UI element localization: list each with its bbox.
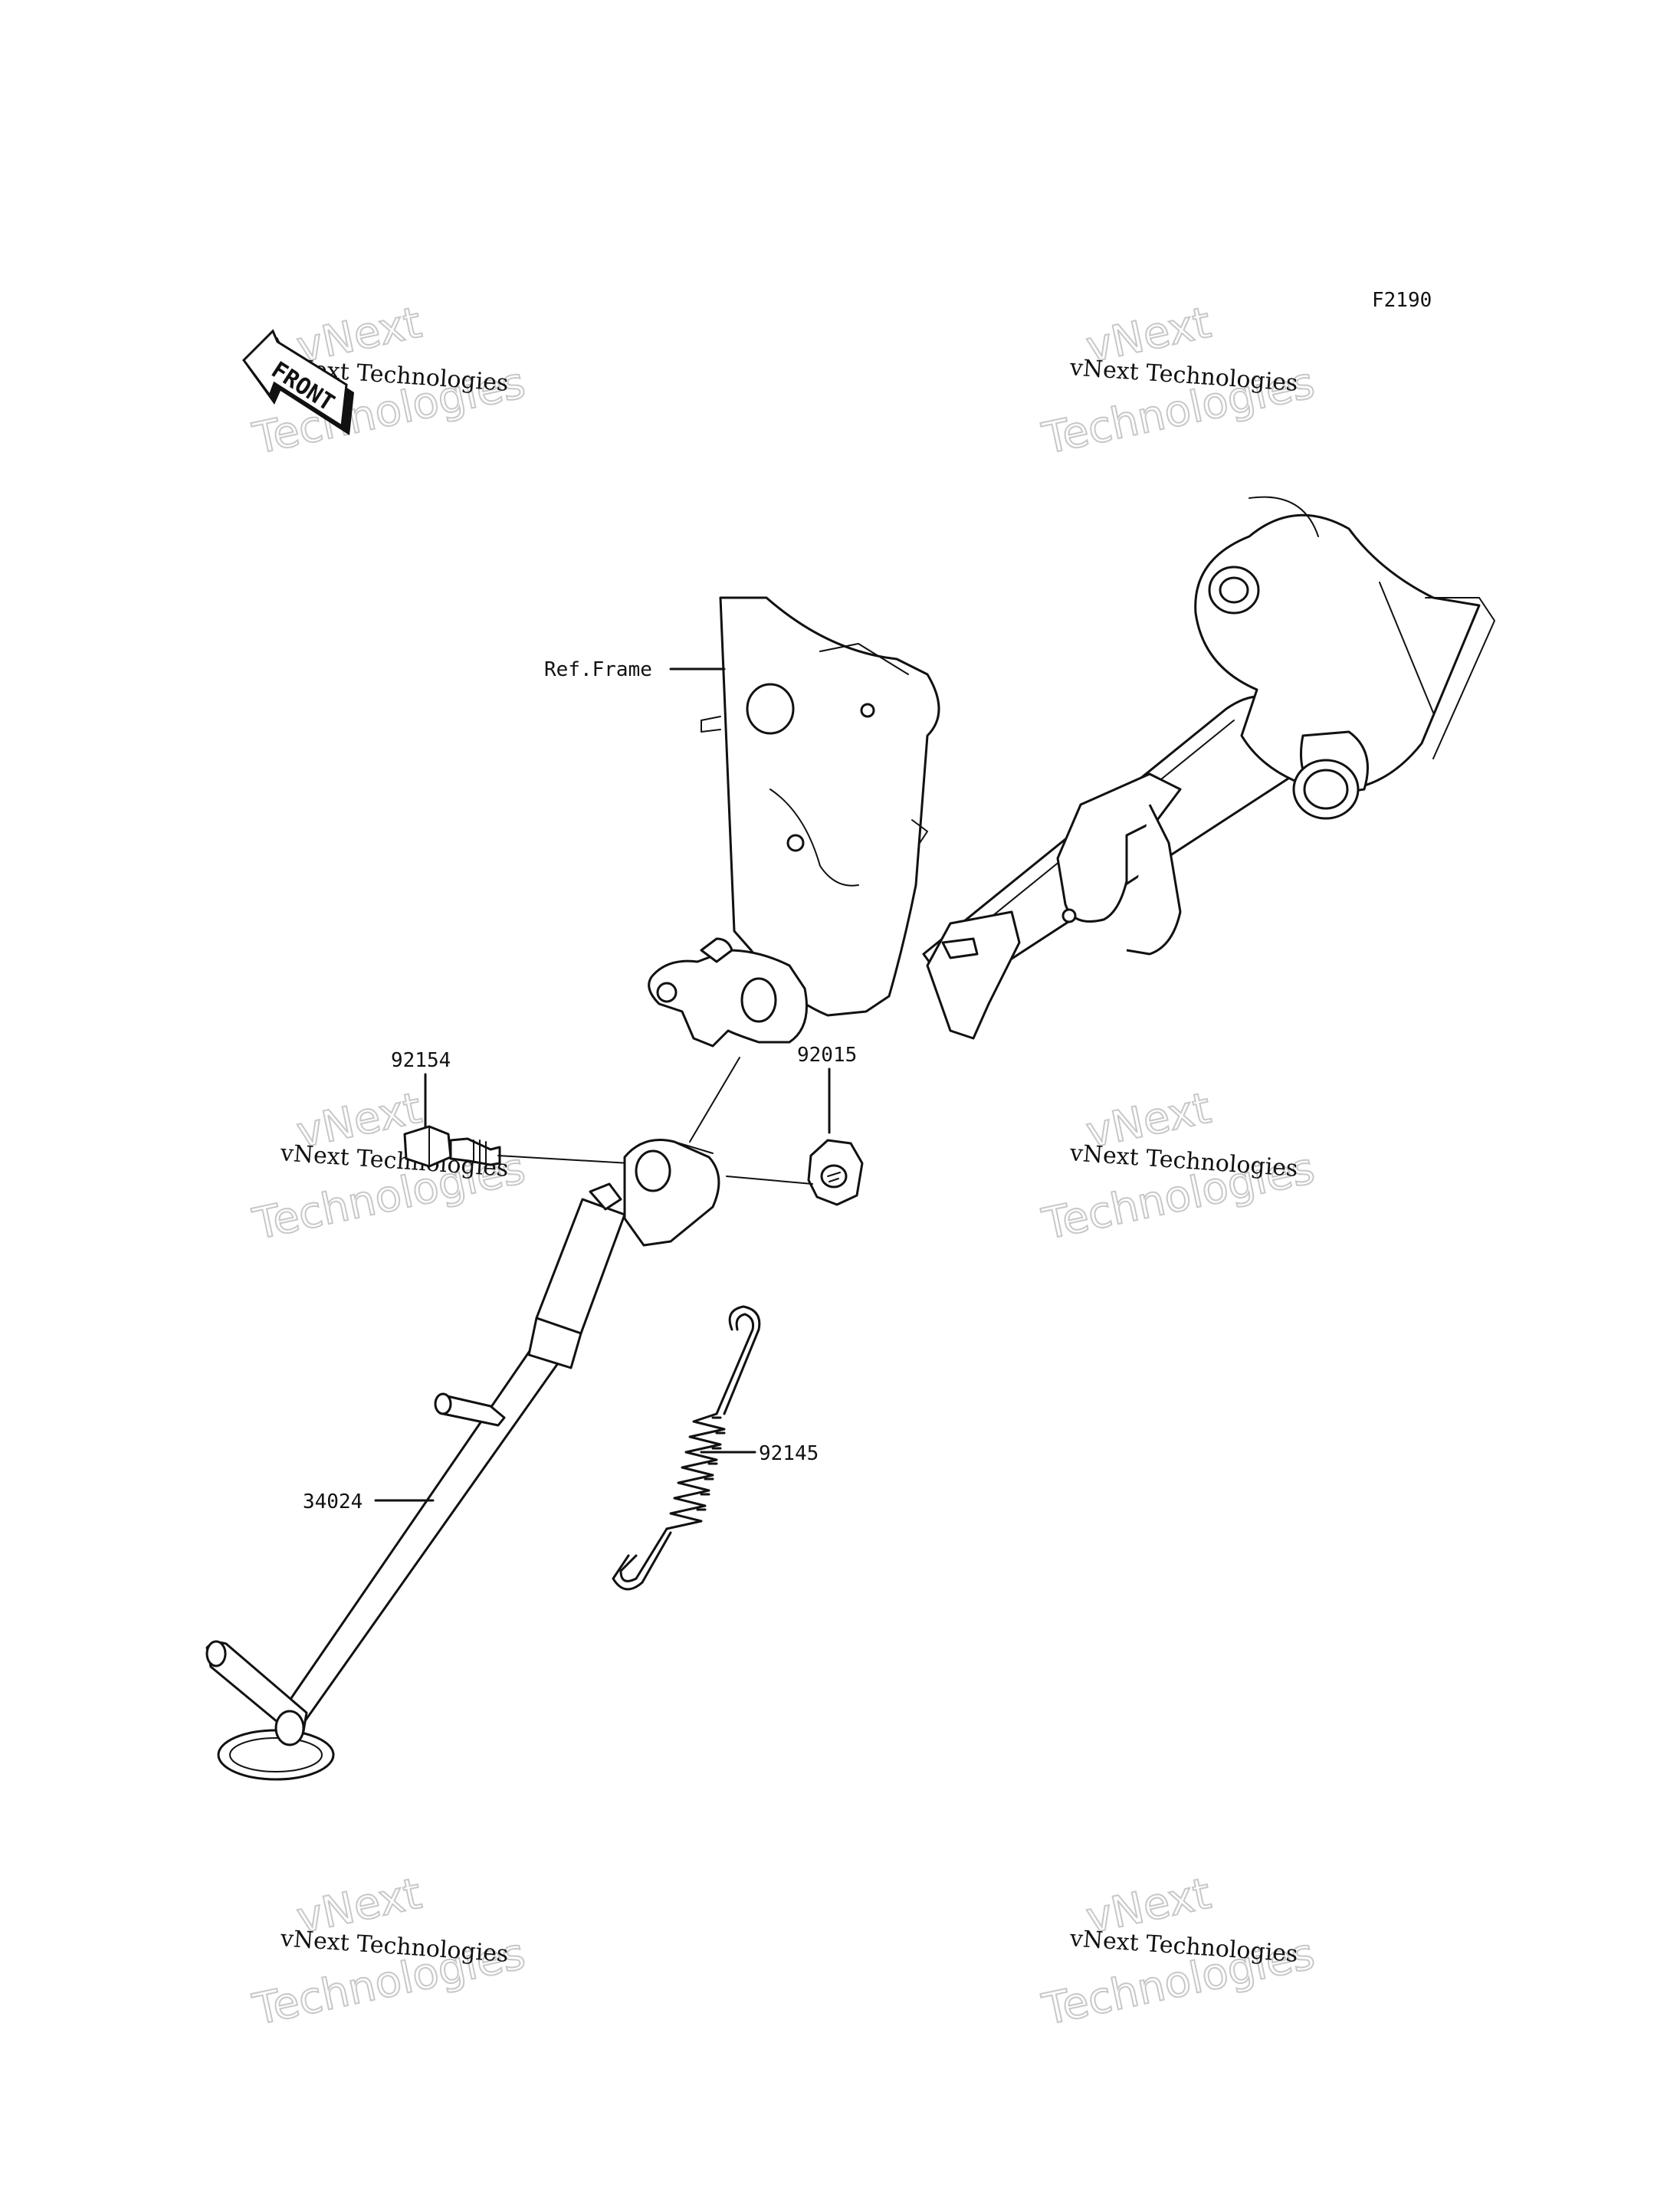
bolt-92154: [403, 1125, 501, 1168]
label-ref-frame: Ref.Frame: [544, 658, 652, 681]
label-92015: 92015: [797, 1044, 857, 1067]
front-arrow-icon: FRONT: [242, 329, 354, 435]
label-92154: 92154: [391, 1049, 451, 1072]
side-stand-34024: [205, 1139, 720, 1781]
label-92145: 92145: [759, 1442, 819, 1465]
figure-code: F2190: [1372, 289, 1432, 312]
pivot-axis-line: [689, 1057, 740, 1143]
nut-axis-line: [726, 1176, 813, 1185]
frame-assembly: [648, 496, 1495, 1048]
nut-92015: [807, 1139, 864, 1206]
spring-92145: [612, 1305, 761, 1591]
label-34024: 34024: [303, 1490, 363, 1513]
